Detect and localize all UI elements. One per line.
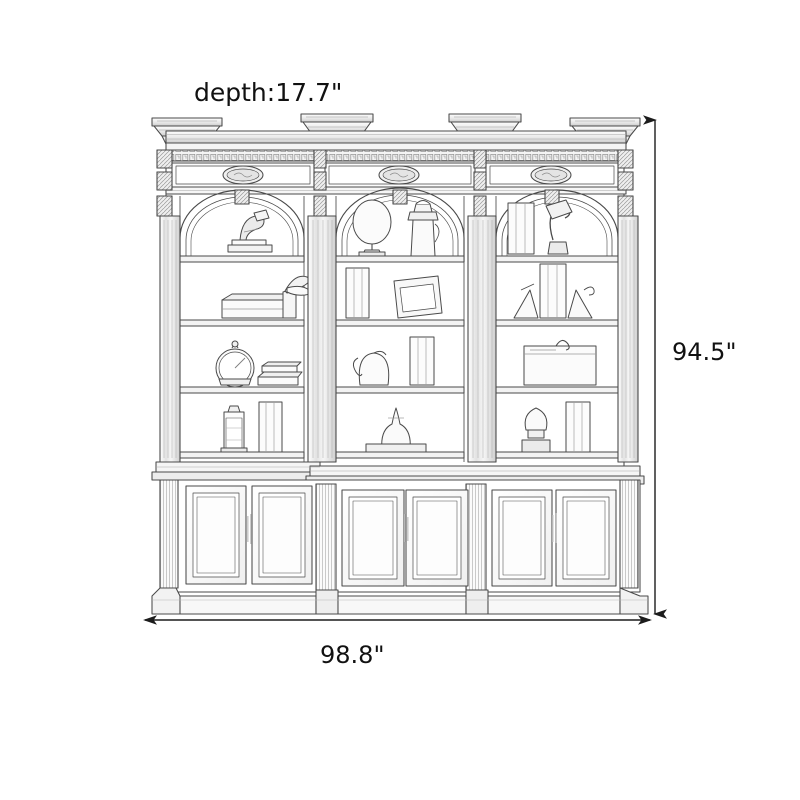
width-dimension-label: 98.8" <box>320 641 384 669</box>
frieze-band <box>171 149 619 162</box>
arch-openings <box>179 187 619 262</box>
cabinet-door[interactable] <box>491 489 553 587</box>
capital-blocks <box>156 149 634 217</box>
shelf-objects-right <box>507 199 597 453</box>
upright-books-left <box>258 401 283 453</box>
stile-artifact-marks <box>247 513 557 544</box>
cabinet-door[interactable] <box>341 489 405 587</box>
depth-dimension-label: depth:17.7" <box>194 78 342 107</box>
dimension-lines <box>143 115 668 625</box>
microscope <box>227 209 273 253</box>
cornice-medallion <box>378 165 420 185</box>
mantel-clock <box>215 340 255 388</box>
upright-books-center <box>345 267 370 319</box>
cornice-medallion <box>530 165 572 185</box>
cabinet-door[interactable] <box>555 489 617 587</box>
cornice-medallion <box>222 165 264 185</box>
frieze-panels <box>171 162 619 188</box>
cabinet-door[interactable] <box>405 489 469 587</box>
fluted-pilasters <box>159 215 639 463</box>
upright-books-right-2 <box>565 401 591 453</box>
stacked-books-left <box>257 361 303 386</box>
picture-frame <box>393 275 443 319</box>
cabinet-door[interactable] <box>185 485 247 585</box>
desk-lamp <box>545 199 573 255</box>
height-dimension-label: 94.5" <box>672 338 736 366</box>
cabinet-door[interactable] <box>251 485 313 585</box>
pitcher <box>352 350 390 386</box>
vase-sculpture <box>365 407 427 453</box>
plinth-base <box>151 587 649 615</box>
bookends-and-books <box>513 263 595 319</box>
bookcase-body <box>151 113 649 615</box>
trophy <box>521 407 551 453</box>
storage-box <box>523 339 597 386</box>
shelf-objects-left <box>215 209 311 453</box>
goblet <box>352 199 392 257</box>
urn <box>407 200 440 257</box>
cornice <box>151 113 641 151</box>
upright-books-right <box>507 202 535 255</box>
shelf-objects-center <box>345 199 443 453</box>
upright-books-center-2 <box>409 336 435 386</box>
lower-cabinet <box>159 479 641 593</box>
lantern <box>220 405 248 453</box>
